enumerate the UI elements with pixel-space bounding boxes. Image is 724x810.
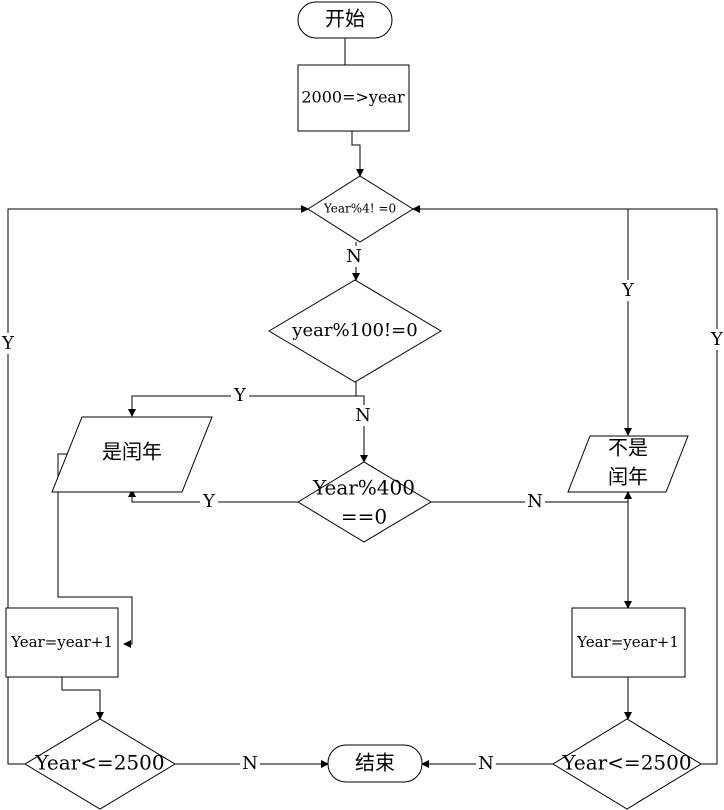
notleap-label-line2: 闰年 xyxy=(608,465,648,489)
mod100-label: year%100!=0 xyxy=(291,320,417,341)
inc-left-label: Year=year+1 xyxy=(10,633,113,651)
label-y-left-loop: Y xyxy=(1,333,15,354)
cond-left-label: Year<=2500 xyxy=(34,751,164,775)
cond-left-decision xyxy=(24,718,176,810)
notleap-label-line1: 不是 xyxy=(608,436,648,460)
connector-inc-left-cond-left xyxy=(61,677,104,720)
cond-right-decision xyxy=(552,718,702,810)
label-gap xyxy=(240,753,260,774)
init-label: 2000=>year xyxy=(301,88,405,107)
end-label: 结束 xyxy=(355,751,395,775)
label-y-mod100: Y xyxy=(233,385,247,406)
connector-mod100-mod400 xyxy=(350,395,368,463)
mod400-label-line1: Year%400 xyxy=(312,476,415,500)
connectors xyxy=(7,38,718,768)
label-n-mod100: N xyxy=(355,405,371,426)
inc-right-box xyxy=(571,607,686,678)
label-gap xyxy=(476,753,496,774)
label-gap xyxy=(200,491,219,512)
label-n-right-end: N xyxy=(478,753,494,774)
leap-parallelogram xyxy=(51,416,213,493)
mod100-decision xyxy=(268,279,442,383)
label-n-mod400: N xyxy=(527,491,543,512)
start-terminal xyxy=(297,1,393,39)
label-gap xyxy=(708,329,724,350)
inc-left-box xyxy=(5,607,119,678)
mod400-label-line2: ==0 xyxy=(341,505,387,529)
label-gap xyxy=(353,405,373,426)
mod4-label: Year%4! =0 xyxy=(323,202,396,216)
label-y-mod4: Y xyxy=(621,280,635,301)
label-y-right-loop: Y xyxy=(710,329,724,350)
start-label: 开始 xyxy=(325,7,365,31)
connector-right-loop xyxy=(412,205,718,765)
connector-mod400-leap xyxy=(128,489,298,503)
label-n-mod4: N xyxy=(346,246,362,267)
notleap-parallelogram xyxy=(567,435,689,493)
mod4-decision xyxy=(307,175,414,243)
connector-left-loop xyxy=(7,205,309,765)
connector-leap-inc-left xyxy=(57,453,133,648)
leap-label: 是闰年 xyxy=(102,440,162,464)
label-gap xyxy=(619,280,638,301)
end-terminal xyxy=(327,744,423,783)
connector-init-mod4 xyxy=(351,131,364,177)
label-gap xyxy=(231,385,250,406)
inc-right-label: Year=year+1 xyxy=(576,633,679,651)
label-gap xyxy=(344,246,364,267)
cond-right-label: Year<=2500 xyxy=(561,751,691,775)
label-gap xyxy=(525,491,545,512)
label-gap xyxy=(0,333,18,354)
label-y-mod400: Y xyxy=(202,491,216,512)
init-box xyxy=(297,64,410,132)
mod400-decision xyxy=(297,461,432,543)
label-n-left-end: N xyxy=(242,753,258,774)
